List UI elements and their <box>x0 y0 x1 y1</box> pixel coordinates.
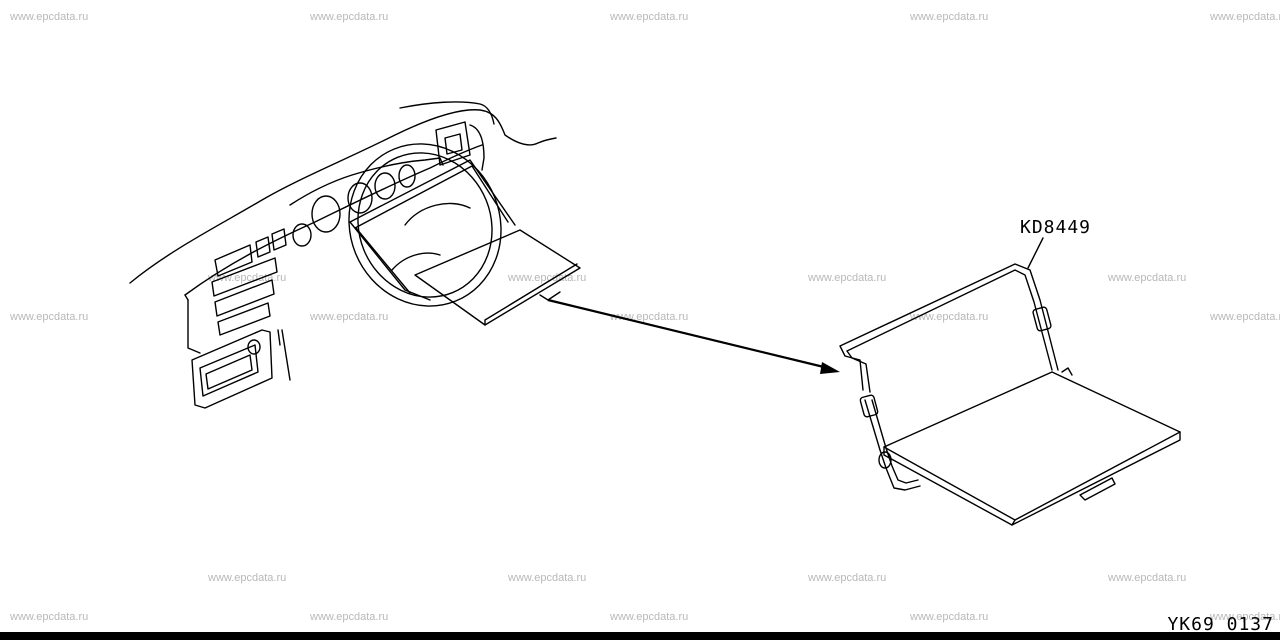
watermark-text: www.epcdata.ru <box>508 272 587 284</box>
watermark-text: www.epcdata.ru <box>1108 272 1187 284</box>
watermark-text: www.epcdata.ru <box>310 311 389 323</box>
part-number-label: KD8449 <box>1020 217 1092 238</box>
watermark-text: www.epcdata.ru <box>10 11 89 23</box>
watermark-text: www.epcdata.ru <box>508 572 587 584</box>
watermark-text: www.epcdata.ru <box>808 572 887 584</box>
watermark-text: www.epcdata.ru <box>910 11 989 23</box>
watermark-text: www.epcdata.ru <box>910 311 989 323</box>
diagram-code: YK69 0137 <box>1167 614 1274 635</box>
bottom-border-bar <box>0 632 1280 640</box>
watermark-text: www.epcdata.ru <box>1108 572 1187 584</box>
pointer-arrow-icon <box>547 298 840 374</box>
watermark-text: www.epcdata.ru <box>610 611 689 623</box>
watermark-text: www.epcdata.ru <box>1210 11 1280 23</box>
watermark-text: www.epcdata.ru <box>10 311 89 323</box>
watermark-text: www.epcdata.ru <box>1210 611 1280 623</box>
watermark-text: www.epcdata.ru <box>910 611 989 623</box>
steering-wheel-tray-icon <box>839 263 1181 526</box>
dashboard-illustration-icon <box>129 101 581 409</box>
watermark-text: www.epcdata.ru <box>808 272 887 284</box>
watermark-text: www.epcdata.ru <box>610 11 689 23</box>
watermark-text: www.epcdata.ru <box>310 11 389 23</box>
watermark-text: www.epcdata.ru <box>310 611 389 623</box>
watermark-text: www.epcdata.ru <box>208 272 287 284</box>
watermark-text: www.epcdata.ru <box>1210 311 1280 323</box>
watermark-text: www.epcdata.ru <box>10 611 89 623</box>
watermark-text: www.epcdata.ru <box>208 572 287 584</box>
